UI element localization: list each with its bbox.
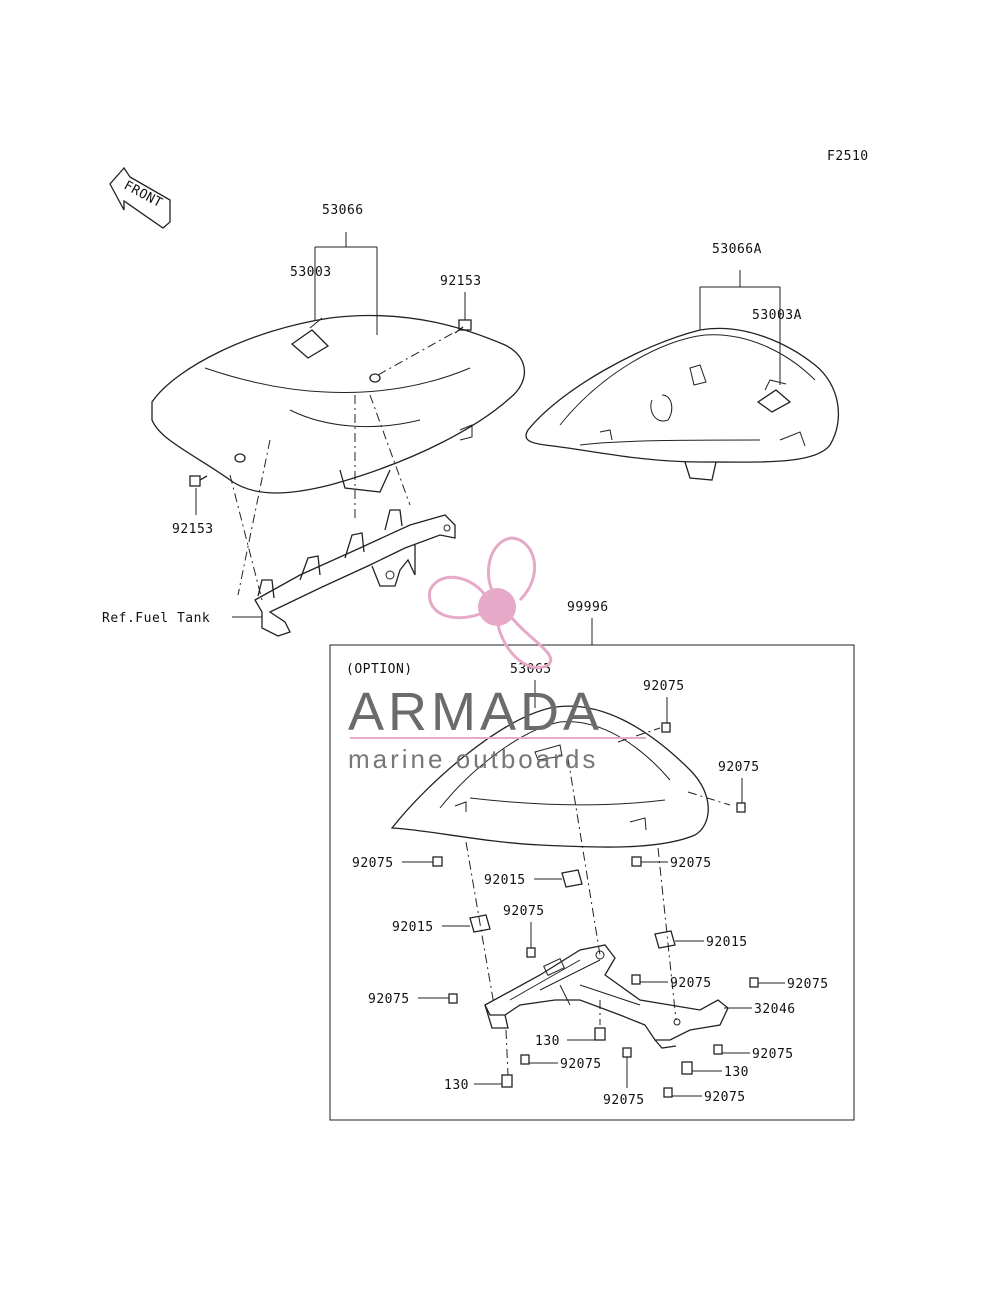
opt-dash-5 <box>687 791 731 806</box>
callout-53066: 53066 <box>322 203 364 218</box>
leader-dash-1 <box>237 439 271 596</box>
option-frame-bracket <box>484 944 729 1049</box>
opt-dash-4 <box>617 727 661 743</box>
watermark-tagline: marine outboards <box>348 744 598 774</box>
opt-callout-92075-9: 92075 <box>752 1047 794 1062</box>
opt-callout-92075-10: 92075 <box>560 1057 602 1072</box>
opt-callout-92075-11: 92075 <box>704 1090 746 1105</box>
opt-callout-130-3: 130 <box>444 1078 469 1093</box>
opt-dash-2 <box>567 757 601 956</box>
bolt-92153-left <box>189 475 208 487</box>
callout-53003: 53003 <box>290 265 332 280</box>
opt-callout-92075-4: 92075 <box>670 856 712 871</box>
opt-callout-130-2: 130 <box>724 1065 749 1080</box>
opt-callout-92015-1: 92015 <box>484 873 526 888</box>
callout-92153-top: 92153 <box>440 274 482 289</box>
opt-callout-92075-6: 92075 <box>670 976 712 991</box>
option-label: (OPTION) <box>346 662 413 677</box>
seat-bracket <box>254 509 456 637</box>
opt-callout-92075-7: 92075 <box>787 977 829 992</box>
callout-53065: 53065 <box>510 662 552 677</box>
opt-callout-92075-1: 92075 <box>643 679 685 694</box>
ref-fuel-tank-label: Ref.Fuel Tank <box>102 611 210 626</box>
option-box <box>329 644 855 1121</box>
opt-dash-3 <box>657 847 677 1021</box>
front-arrow-icon: FRONT <box>109 166 171 229</box>
callout-92153-left: 92153 <box>172 522 214 537</box>
callout-53003A: 53003A <box>752 308 802 323</box>
opt-callout-92075-12: 92075 <box>603 1093 645 1108</box>
opt-callout-92075-5: 92075 <box>503 904 545 919</box>
opt-callout-92015-2: 92015 <box>392 920 434 935</box>
opt-callout-130-1: 130 <box>535 1034 560 1049</box>
opt-callout-92015-3: 92015 <box>706 935 748 950</box>
callout-99996: 99996 <box>567 600 609 615</box>
option-seat-cowl <box>390 705 709 848</box>
callout-53066A: 53066A <box>712 242 762 257</box>
leader-dash-2 <box>229 474 263 601</box>
watermark: ARMADA marine outboards <box>348 536 646 774</box>
rear-seat-cowl <box>525 327 840 481</box>
opt-callout-92075-3: 92075 <box>352 856 394 871</box>
watermark-brand: ARMADA <box>348 682 603 742</box>
opt-callout-92075-8: 92075 <box>368 992 410 1007</box>
opt-dash-1 <box>465 841 495 1006</box>
propeller-logo-icon <box>428 536 553 670</box>
opt-callout-32046: 32046 <box>754 1002 796 1017</box>
fasteners <box>432 722 759 1098</box>
front-arrow-label: FRONT <box>121 178 165 211</box>
leader-dash-5 <box>377 331 456 376</box>
leader-dash-4 <box>369 394 411 506</box>
opt-dash-6 <box>505 1029 509 1076</box>
opt-callout-92075-2: 92075 <box>718 760 760 775</box>
diagram-code: F2510 <box>827 149 869 164</box>
front-seat <box>151 314 526 494</box>
